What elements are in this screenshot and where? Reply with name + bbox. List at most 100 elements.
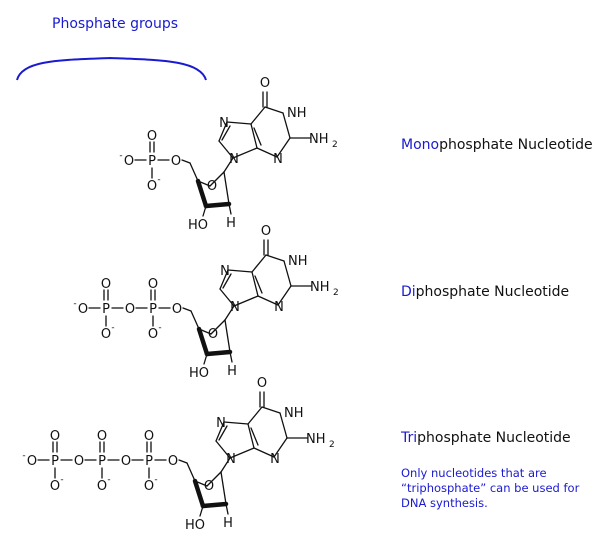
monophosphate-prefix: Mono [401,137,440,153]
mono-p1-atom-o-top: O [147,129,157,144]
di-bond-c3-oh [203,353,208,365]
tri-bond-c5-c6 [247,406,263,425]
tri-atom-o4: O [204,479,214,494]
mono-bond-c3-c2-bold [203,201,232,209]
di-bond-n3-c4 [257,295,279,306]
di-atom-o6: O [261,224,271,239]
di-p2-atom-o-bottom: O [101,327,111,342]
mono-atom-ho: HO [188,218,208,233]
di-p1-charge-bottom: - [158,323,161,333]
tri-atom-n9: N [226,452,236,467]
tri-bond-c1-c2 [220,471,227,505]
mono-bond-c4-c5 [189,162,199,182]
di-bond-c5-o [182,307,192,312]
di-atom-nh2: NH [310,280,330,295]
tri-p1-atom-p: P [145,454,153,469]
mono-p1-atom-p: P [148,154,156,169]
di-bond-c4-c5-dbl [254,275,263,294]
tri-atom-h: H [223,516,233,531]
mono-bond-n9-c8 [218,140,234,159]
tri-bond-n9-c8 [215,440,231,459]
di-p2-atom-o-left: O [78,302,88,317]
mono-atom-nh2-sub: 2 [332,140,338,150]
di-atom-n1h: NH [288,254,308,269]
mono-atom-nh2: NH [309,132,329,147]
mono-atom-o4: O [207,179,217,194]
di-bond-c2-h [229,351,233,363]
tri-atom-nh2: NH [306,432,326,447]
tri-p3-charge-bottom: - [60,475,63,485]
monophosphate-rest: phosphate Nucleotide [439,137,593,153]
tri-atom-o-ester: O [168,454,178,469]
phosphate-groups-label: Phosphate groups [52,16,179,32]
mono-atom-h: H [226,216,236,231]
di-atom-h: H [227,364,237,379]
diphosphate-prefix: Di [401,284,416,300]
mono-bond-c5-c4 [250,123,258,149]
tri-bond-c5-c4 [247,423,255,449]
tri-bond-c8-n7 [215,421,225,442]
di-atom-n7: N [220,264,230,279]
tri-atom-n7: N [216,416,226,431]
di-bond-c1-o4 [210,319,226,335]
tri-p2-charge-bottom: - [107,475,110,485]
diphosphate-rest: phosphate Nucleotide [415,284,570,300]
tri-atom-n1h: NH [284,406,304,421]
di-bond-c3-c2-bold [204,349,233,357]
tri-p3-atom-p: P [51,454,59,469]
di-bond-c4-n9 [233,295,259,307]
di-bond-c1-c2 [224,319,231,353]
tri-bond-n1-c2 [279,412,288,439]
di-bond-c4-c5 [190,310,200,330]
tri-bond-c4-c5-dbl [250,427,259,446]
di-bond-c8-n7-dbl [222,273,232,289]
tri-bond-n7-c5 [223,421,249,425]
mono-bond-n3-c4 [256,147,278,158]
tri-p1-atom-o-top: O [144,429,154,444]
di-bond-n9-c1 [224,305,235,321]
di-bond-c4-c3-bold [196,326,210,357]
tri-bond-n3-c4 [253,447,275,458]
di-atom-n3: N [274,300,284,315]
tri-bond-n9-c1 [220,457,231,473]
mono-bond-c5-o [181,159,191,164]
mono-bond-c2-n3 [276,137,291,158]
mono-bond-c2-h [228,203,232,215]
di-p2-atom-o-top: O [101,277,111,292]
mono-p1-atom-o-left: O [124,154,134,169]
mono-p1-atom-o-bottom: O [147,179,157,194]
di-atom-n9: N [230,300,240,315]
di-bond-c5-c6 [251,254,267,273]
mono-bond-n1-c2 [282,112,291,139]
di-bond-c8-n7 [219,269,229,290]
mono-atom-o-ester: O [171,154,181,169]
mono-atom-n9: N [229,152,239,167]
di-atom-nh2-sub: 2 [333,288,339,298]
di-p1-atom-o-bottom: O [148,327,158,342]
phosphate-group-brace [16,56,207,81]
di-atom-o4: O [208,327,218,342]
tri-p2-atom-o-left: O [74,454,84,469]
mono-bond-n9-c1 [223,157,234,173]
mono-bond-c4-c5-dbl [253,127,262,146]
tri-atom-nh2-sub: 2 [329,440,335,450]
triphosphate-rest: phosphate Nucleotide [417,430,571,446]
di-atom-o-ester: O [172,302,182,317]
tri-p3-atom-o-bottom: O [50,479,60,494]
mono-bond-c6-n1 [264,106,284,114]
tri-atom-n3: N [270,452,280,467]
tri-bond-c8-n7-dbl [218,425,228,441]
di-p2-atom-p: P [102,302,110,317]
di-p1-atom-o-top: O [148,277,158,292]
di-p1-atom-p: P [149,302,157,317]
di-p1-atom-o-left: O [125,302,135,317]
mono-atom-n7: N [219,116,229,131]
di-bond-c2-n3 [277,285,292,306]
mono-bond-c8-n7 [218,121,228,142]
triphosphate-label: Triphosphate Nucleotide [401,430,571,446]
tri-bond-c2-n3 [273,437,288,458]
mono-bond-c4-n9 [232,147,258,159]
di-p2-charge-terminal: - [73,299,76,309]
